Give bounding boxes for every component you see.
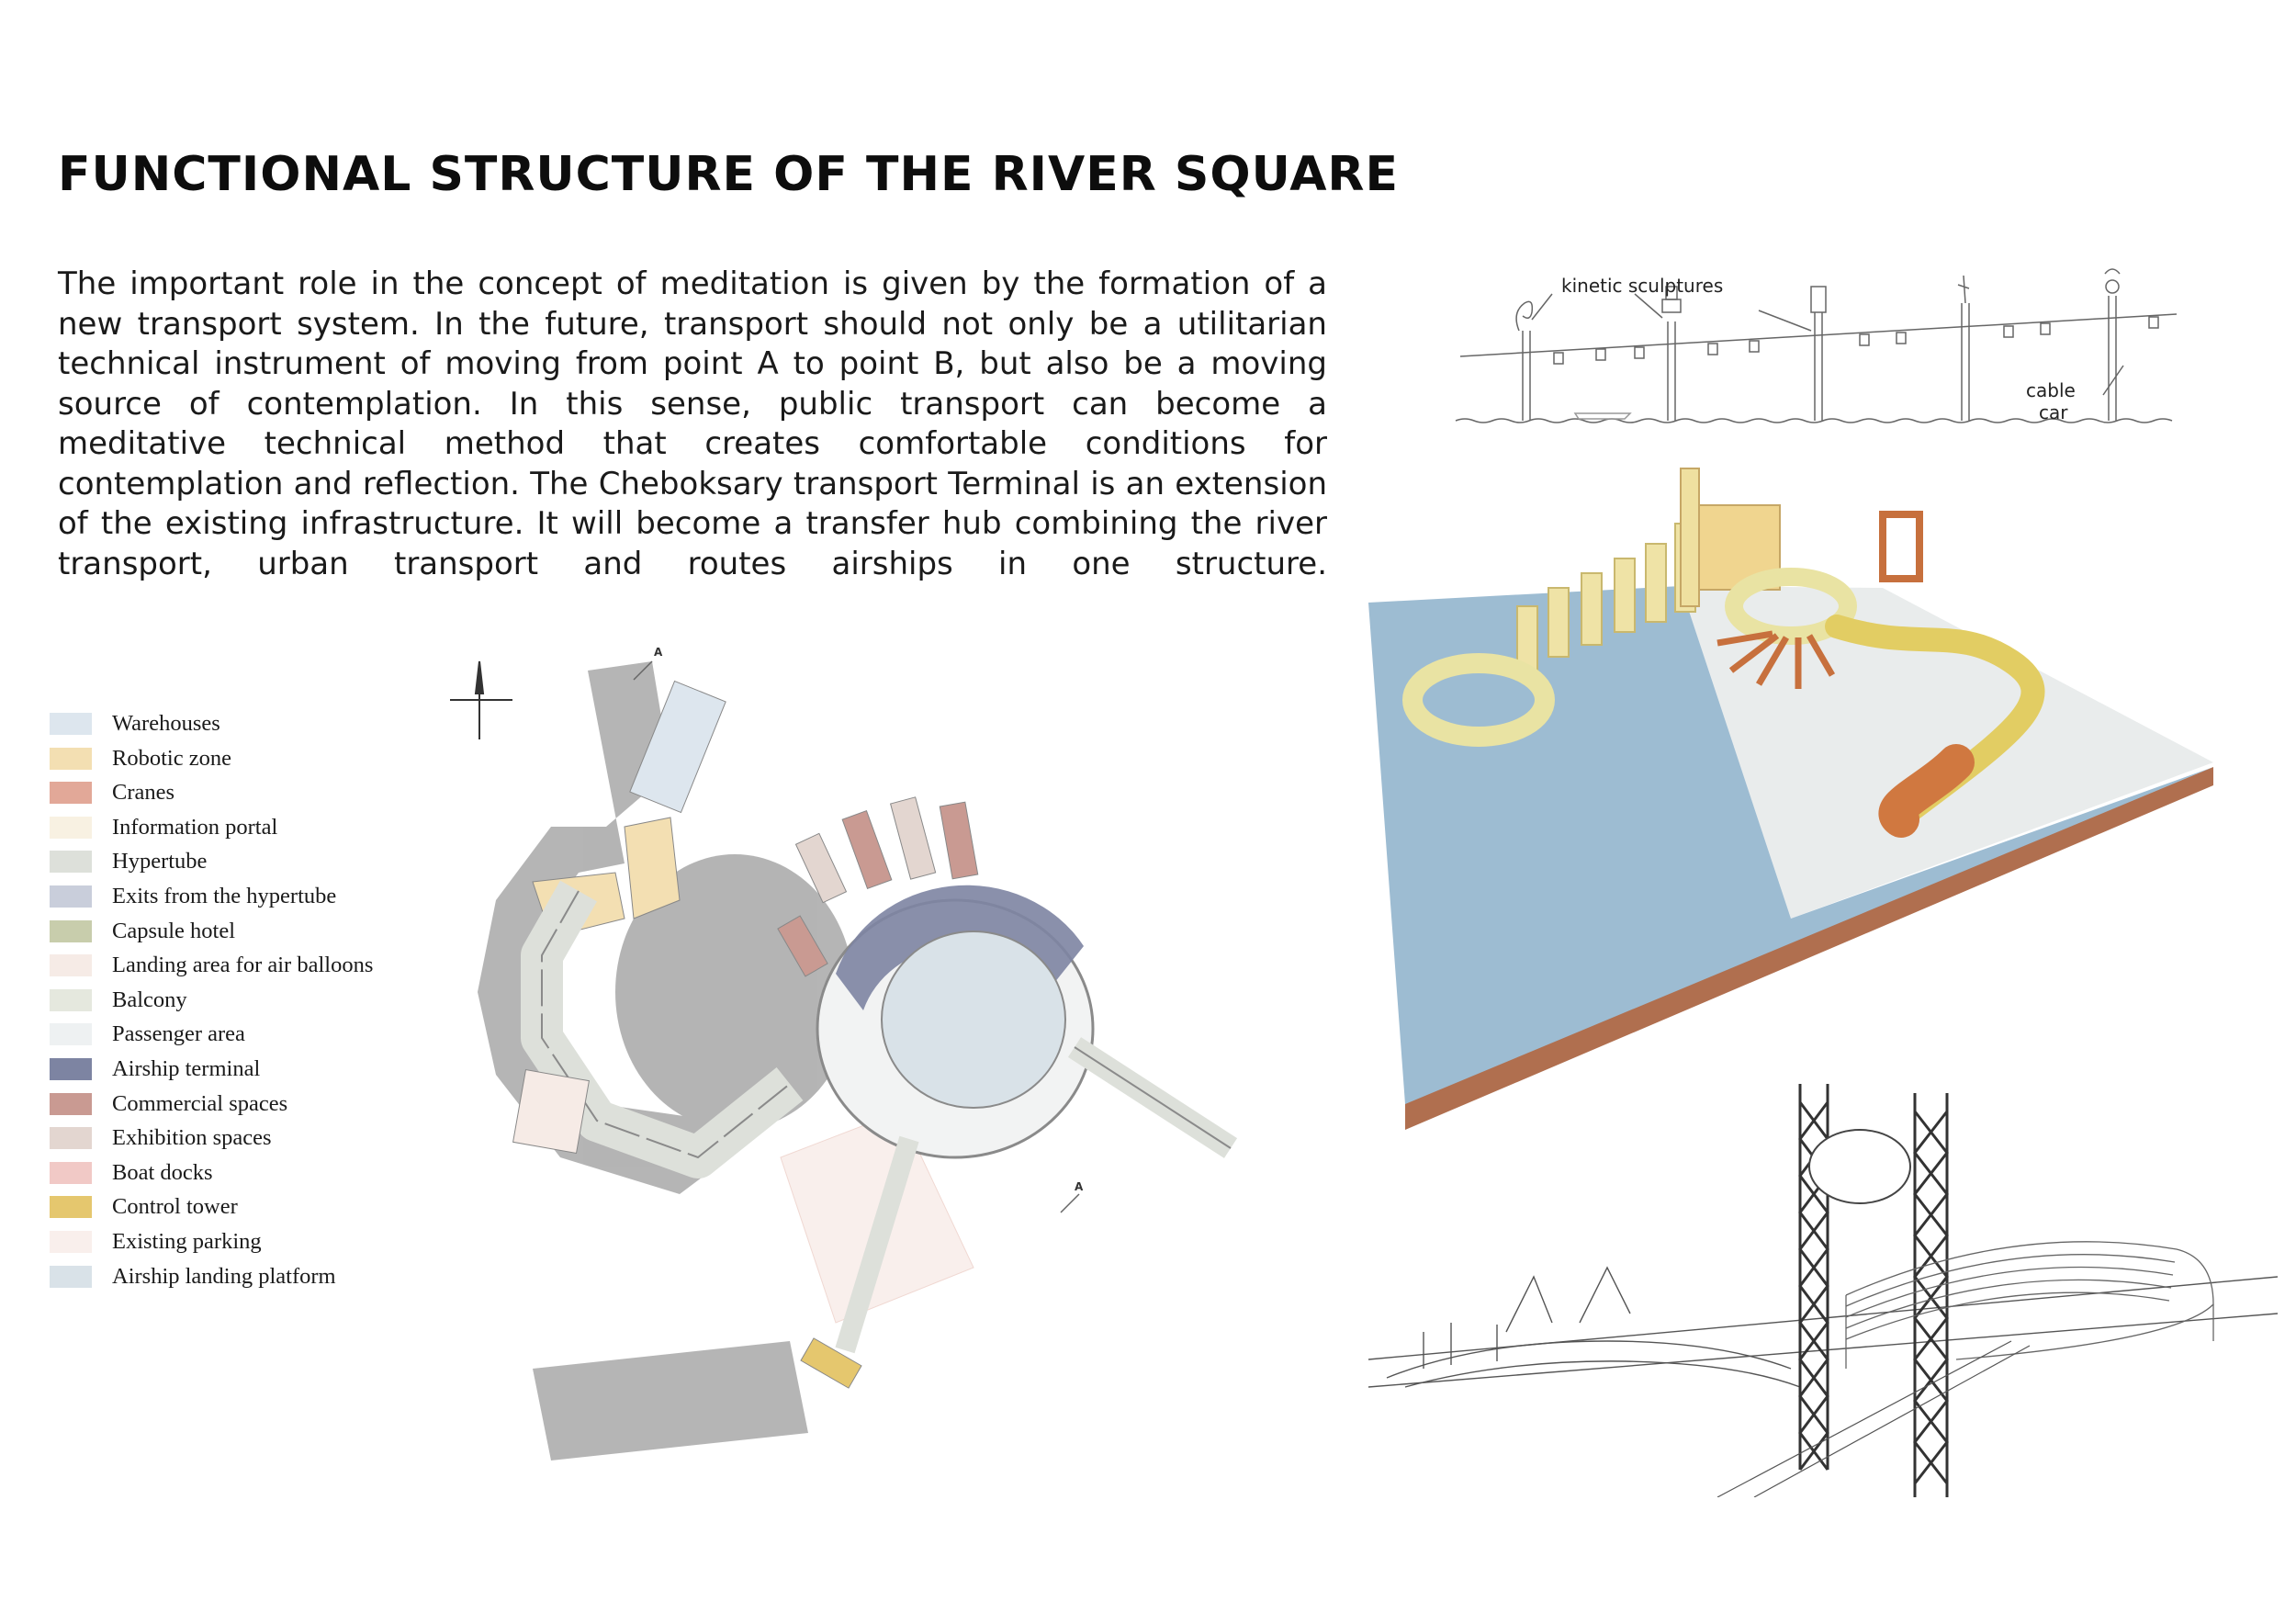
airship-landing-platform <box>881 930 1066 1109</box>
leader-2 <box>1634 293 1663 319</box>
tower-right <box>1913 1093 1949 1497</box>
legend-swatch <box>50 1161 92 1184</box>
section-mark-bottom: A <box>1075 1180 1084 1193</box>
legend-swatch <box>50 885 92 908</box>
legend-label: Robotic zone <box>112 745 231 771</box>
legend-swatch <box>50 851 92 874</box>
legend-label: Airship landing platform <box>112 1263 336 1289</box>
legend-label: Balcony <box>112 987 187 1012</box>
perspective-sketch <box>1368 1084 2278 1497</box>
robotic-zone <box>624 817 681 919</box>
hypertube <box>1825 615 2045 829</box>
site-plan: A A <box>450 646 1238 1460</box>
left-ring <box>1402 653 1555 747</box>
leader-4 <box>2102 365 2124 396</box>
water-line <box>1455 418 2173 423</box>
cable-cars <box>1553 316 2159 365</box>
capsule-hotel <box>512 1068 590 1155</box>
model-base-side <box>1405 767 2213 1130</box>
airship <box>1808 1129 1911 1204</box>
legend-swatch <box>50 1230 92 1253</box>
legend-label: Exhibition spaces <box>112 1125 272 1151</box>
hypertube-orange <box>1878 744 1975 838</box>
stadium-terminal <box>1845 1241 2214 1369</box>
legend-swatch <box>50 919 92 942</box>
control-tower <box>800 1337 862 1389</box>
legend-swatch <box>50 1196 92 1219</box>
airship-terminal <box>836 885 1084 1010</box>
section-line-top <box>633 660 653 681</box>
cable-label: cable <box>2026 379 2076 401</box>
legend-label: Capsule hotel <box>112 918 236 943</box>
commercial-arms <box>777 796 979 977</box>
section-mark-top: A <box>654 646 663 659</box>
legend-label: Information portal <box>112 814 278 840</box>
warehouse-block <box>629 680 726 814</box>
boat <box>1573 412 1632 420</box>
center-ring <box>1725 568 1857 645</box>
legend-label: Airship terminal <box>112 1055 261 1081</box>
legend-swatch <box>50 1057 92 1080</box>
kinetic-sculptures-label: kinetic sculptures <box>1561 275 1723 297</box>
cable-line <box>1459 313 2178 357</box>
legend-swatch <box>50 816 92 839</box>
legend-label: Exits from the hypertube <box>112 883 337 908</box>
crane-spokes <box>1716 630 1836 689</box>
legend-swatch <box>50 1092 92 1115</box>
model-water <box>1368 586 2213 1104</box>
right-gate <box>1879 511 1923 582</box>
north-arrow <box>450 660 512 739</box>
legend-label: Cranes <box>112 780 175 806</box>
legend-label: Warehouses <box>112 711 220 736</box>
legend-label: Boat docks <box>112 1159 213 1185</box>
pylons <box>1515 268 2121 421</box>
legend-swatch <box>50 954 92 977</box>
legend-swatch <box>50 713 92 735</box>
legend-swatch <box>50 988 92 1011</box>
legend-swatch <box>50 782 92 805</box>
legend-label: Existing parking <box>112 1228 262 1254</box>
legend-label: Passenger area <box>112 1021 245 1047</box>
car-label: car <box>2039 401 2068 423</box>
south-ramp <box>835 1135 919 1354</box>
legend-label: Commercial spaces <box>112 1090 288 1116</box>
page-title: FUNCTIONAL STRUCTURE OF THE RIVER SQUARE <box>58 147 1399 202</box>
legend-label: Hypertube <box>112 849 208 874</box>
leader-3 <box>1758 310 1812 332</box>
legend-swatch <box>50 747 92 770</box>
model-tower <box>1680 468 1700 607</box>
legend-swatch <box>50 1127 92 1150</box>
legend-swatch <box>50 1023 92 1046</box>
leader-1 <box>1531 293 1553 321</box>
model-render <box>1368 468 2213 1130</box>
legend-swatch <box>50 1265 92 1288</box>
section-line-bottom <box>1060 1193 1080 1213</box>
elevation-sketch: kinetic sculptures cable car <box>1455 268 2178 423</box>
passenger-bridge-outline <box>1074 1046 1232 1149</box>
legend-label: Landing area for air balloons <box>112 953 374 978</box>
intro-paragraph: The important role in the concept of med… <box>58 265 1327 582</box>
legend-label: Control tower <box>112 1194 238 1220</box>
